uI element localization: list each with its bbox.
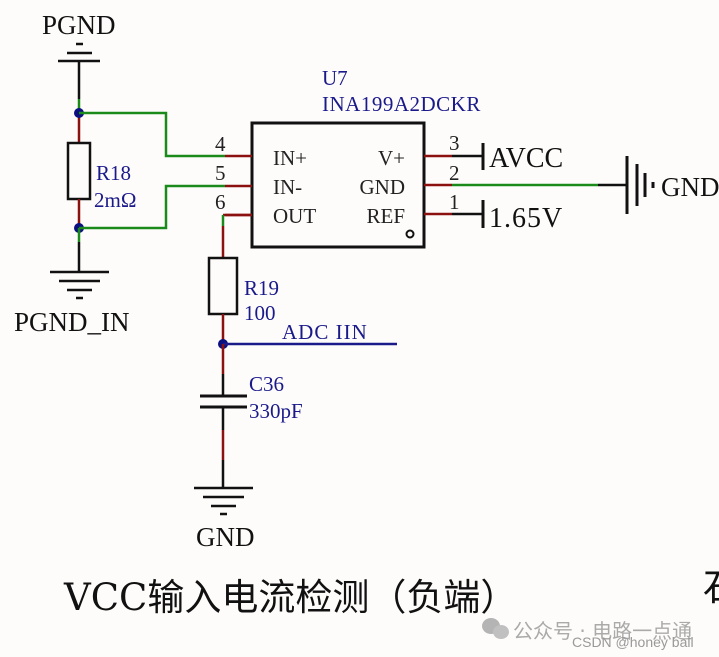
- r19-value: 100: [244, 301, 276, 325]
- u7-pin-gnd-name: GND: [360, 175, 406, 199]
- r18-resistor[interactable]: R18 2mΩ: [66, 113, 136, 228]
- u7-pin-out-name: OUT: [273, 204, 316, 228]
- u7-pin-5-number: 5: [215, 161, 226, 185]
- ref-voltage-port[interactable]: 1.65V: [452, 200, 563, 234]
- gnd-bottom-port[interactable]: GND: [194, 460, 255, 552]
- u7-pin1-marker: [405, 229, 415, 239]
- pgnd-top-port[interactable]: PGND: [42, 10, 116, 99]
- u7-pin-in-plus-name: IN+: [273, 146, 307, 170]
- u7-pin-in-minus-name: IN-: [273, 175, 302, 199]
- r18-value: 2mΩ: [94, 188, 136, 212]
- u7-pin-1-number: 1: [449, 190, 460, 214]
- net-label-adc-iin[interactable]: ADC IIN: [282, 320, 368, 344]
- u7-pin-6-number: 6: [215, 190, 226, 214]
- c36-designator: C36: [249, 372, 284, 396]
- watermark-csdn: CSDN @honey ball: [572, 634, 694, 650]
- u7-part-number: INA199A2DCKR: [322, 92, 481, 116]
- gnd-bottom-label: GND: [196, 522, 255, 552]
- gnd-right-port[interactable]: GND: [598, 156, 719, 214]
- avcc-label: AVCC: [489, 143, 563, 174]
- u7-ic[interactable]: U7 INA199A2DCKR 4 5 6 IN+ IN- OUT 3 2 1 …: [215, 66, 481, 249]
- wire-in-plus: [79, 111, 225, 158]
- r19-body: [207, 256, 239, 316]
- pgnd-in-port[interactable]: PGND_IN: [14, 242, 130, 337]
- watermark: 公众号 · 电路一点通 CSDN @honey ball: [482, 618, 694, 650]
- u7-pin-3-number: 3: [449, 131, 460, 155]
- r18-body: [66, 141, 92, 201]
- caption-clipped-glyph: 石: [703, 566, 719, 609]
- r18-designator: R18: [96, 161, 131, 185]
- u7-pin-4-number: 4: [215, 132, 226, 156]
- wechat-icon: [482, 618, 509, 639]
- avcc-port[interactable]: AVCC: [452, 143, 563, 174]
- wire-in-minus: [79, 184, 225, 230]
- watermark-wechat: 公众号 · 电路一点通: [513, 619, 692, 643]
- c36-value: 330pF: [249, 399, 303, 423]
- r19-resistor[interactable]: R19 100: [207, 226, 279, 344]
- c36-capacitor[interactable]: C36 330pF: [200, 344, 303, 460]
- pgnd-in-label: PGND_IN: [14, 307, 130, 337]
- u7-pin-2-number: 2: [449, 161, 460, 185]
- u7-pin-vplus-name: V+: [378, 146, 405, 170]
- r19-designator: R19: [244, 276, 279, 300]
- gnd-right-label: GND: [661, 172, 719, 202]
- u7-designator: U7: [322, 66, 348, 90]
- ref-voltage-label: 1.65V: [489, 203, 563, 234]
- pgnd-top-label: PGND: [42, 10, 116, 40]
- u7-pin-ref-name: REF: [366, 204, 405, 228]
- caption-title: VCC输入电流检测（负端）: [63, 576, 517, 619]
